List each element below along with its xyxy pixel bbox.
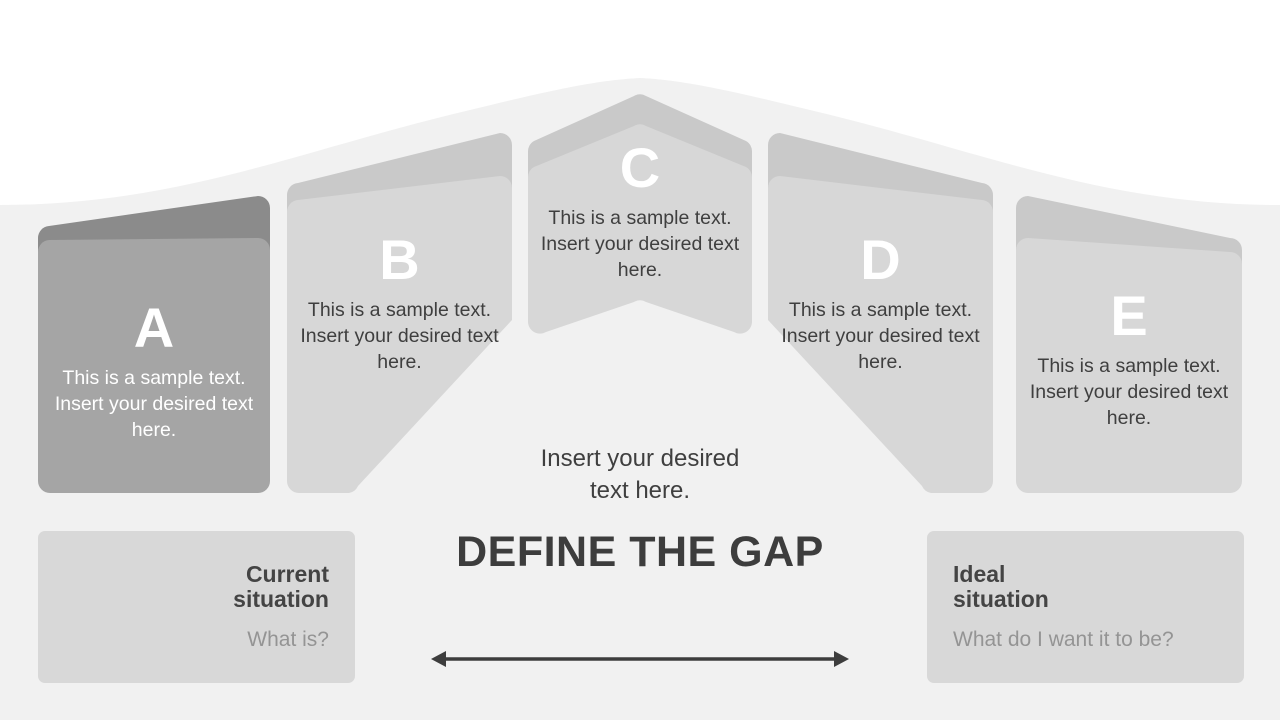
card-c-body-text: This is a sample text. Insert your desir… [540, 207, 740, 281]
card-d-body [768, 176, 993, 493]
center-block: Insert your desired text here. DEFINE TH… [440, 443, 840, 574]
card-e-body-text: This is a sample text. Insert your desir… [1029, 355, 1229, 429]
card-e-body [1016, 238, 1242, 493]
card-d-body-text: This is a sample text. Insert your desir… [781, 299, 980, 373]
card-e[interactable] [1016, 196, 1242, 493]
center-caption: Insert your desired text here. [540, 445, 740, 504]
card-b-body [286, 176, 512, 493]
card-b[interactable] [286, 133, 512, 493]
card-d-letter: D [860, 228, 901, 291]
card-b-letter: B [379, 228, 420, 291]
card-a[interactable] [37, 196, 270, 493]
card-b-body-text: This is a sample text. Insert your desir… [300, 299, 499, 373]
card-c-body [527, 124, 753, 334]
card-c-text: C This is a sample text. Insert your des… [528, 140, 752, 284]
card-a-body-text: This is a sample text. Insert your desir… [54, 367, 254, 441]
panel-current-subtitle: What is? [247, 628, 329, 652]
page-title: DEFINE THE GAP [456, 527, 824, 576]
card-c[interactable] [527, 94, 753, 334]
double-headed-arrow-icon [431, 651, 849, 667]
card-a-text: A This is a sample text. Insert your des… [38, 300, 270, 444]
card-e-letter: E [1110, 284, 1148, 347]
card-a-letter: A [133, 296, 175, 359]
card-e-text: E This is a sample text. Insert your des… [1016, 288, 1242, 432]
panel-current-situation[interactable]: Current situation What is? [38, 531, 355, 683]
card-d[interactable] [768, 133, 993, 493]
panel-ideal-title: Ideal situation [953, 560, 1049, 613]
panel-current-title: Current situation [233, 560, 329, 613]
card-d-text: D This is a sample text. Insert your des… [768, 232, 993, 376]
panel-ideal-situation[interactable]: Ideal situation What do I want it to be? [927, 531, 1244, 683]
panel-ideal-subtitle: What do I want it to be? [953, 628, 1174, 652]
card-c-letter: C [619, 136, 661, 199]
card-b-text: B This is a sample text. Insert your des… [287, 232, 512, 376]
card-a-body [37, 238, 270, 493]
